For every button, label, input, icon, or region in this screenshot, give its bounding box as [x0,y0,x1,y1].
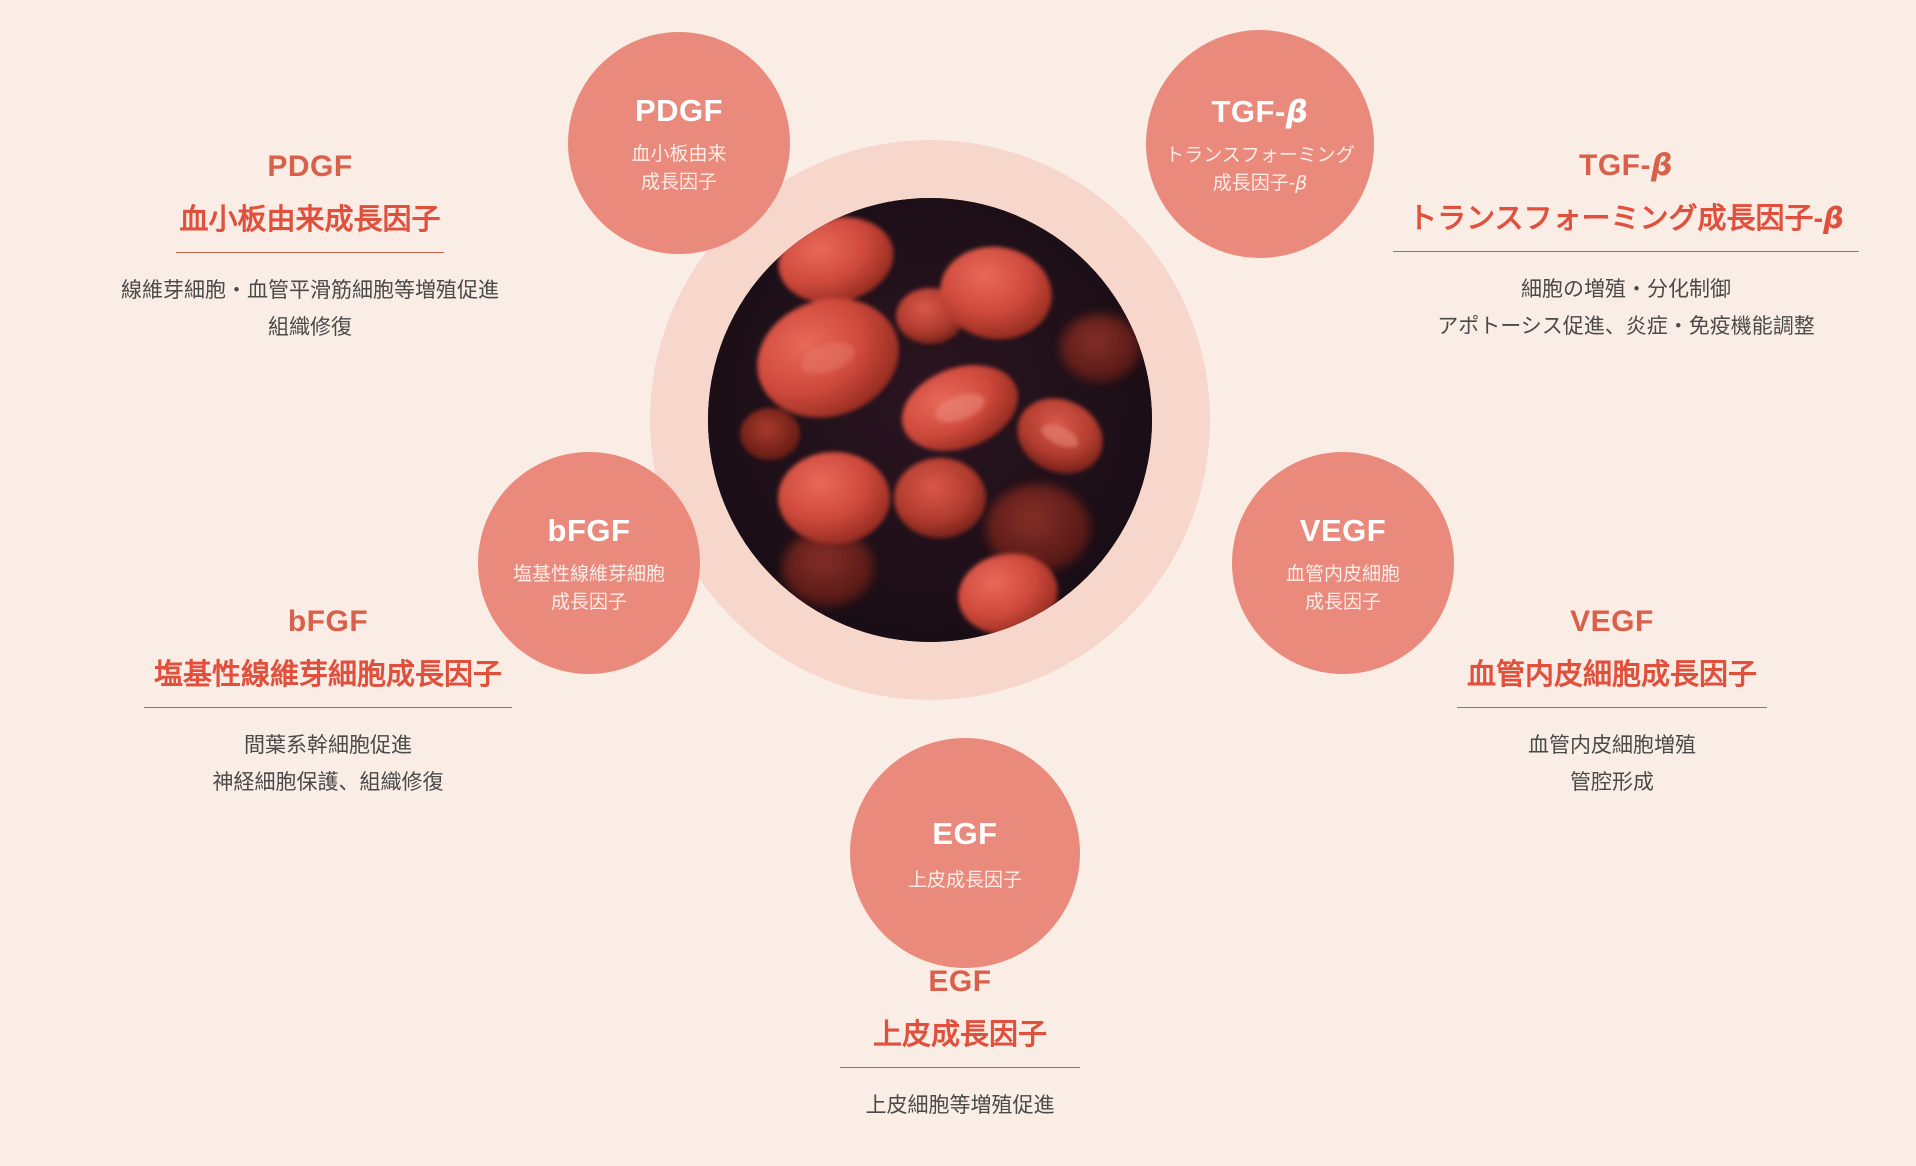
bubble-pdgf-line2: 成長因子 [640,171,717,193]
label-tgf-beta-abbr: TGF-β [1579,148,1673,183]
bubble-egf-abbr: EGF [932,815,998,851]
label-vegf-divider [1457,707,1767,708]
label-pdgf-desc-1: 線維芽細胞・血管平滑筋細胞等増殖促進 [121,279,499,302]
label-tgf-beta-divider [1393,251,1859,252]
label-pdgf-desc-2: 組織修復 [268,315,352,339]
label-tgf-beta-title: トランスフォーミング成長因子-β [1408,201,1844,235]
label-bfgf-desc-1: 間葉系幹細胞促進 [244,734,412,757]
bubble-egf-line1: 上皮成長因子 [907,869,1022,891]
label-egf-divider [840,1067,1080,1068]
label-block-vegf: VEGF 血管内皮細胞成長因子 血管内皮細胞増殖 管腔形成 [1352,605,1872,802]
label-pdgf-divider [176,252,444,253]
label-bfgf-abbr: bFGF [287,605,369,638]
label-vegf-desc-2: 管腔形成 [1570,770,1654,794]
bubble-tgf-beta-line1: トランスフォーミング [1165,145,1355,167]
bubble-bfgf-line1: 塩基性線維芽細胞 [512,564,665,586]
label-vegf-desc-1: 血管内皮細胞増殖 [1528,734,1696,757]
bubble-tgf-beta-abbr: TGF-β [1211,94,1309,131]
label-bfgf-title: 塩基性線維芽細胞成長因子 [153,659,502,691]
label-vegf-abbr: VEGF [1570,605,1654,638]
bubble-bfgf-abbr: bFGF [547,513,631,549]
label-bfgf-divider [144,707,512,708]
label-block-tgf-beta: TGF-β トランスフォーミング成長因子-β 細胞の増殖・分化制御 アポトーシス… [1336,148,1916,346]
bubble-vegf[interactable]: VEGF 血管内皮細胞 成長因子 [1232,452,1454,674]
label-vegf-title: 血管内皮細胞成長因子 [1466,659,1757,691]
bubble-pdgf-abbr: PDGF [634,93,724,129]
bubble-vegf-line1: 血管内皮細胞 [1285,564,1400,586]
bubble-pdgf-line1: 血小板由来 [631,144,727,166]
bubble-bfgf-line2: 成長因子 [550,591,627,613]
bubble-tgf-beta[interactable]: TGF-β トランスフォーミング 成長因子-β [1146,30,1374,258]
label-block-pdgf: PDGF 血小板由来成長因子 線維芽細胞・血管平滑筋細胞等増殖促進 組織修復 [30,150,590,347]
label-bfgf-desc-2: 神経細胞保護、組織修復 [212,770,444,794]
label-pdgf-title: 血小板由来成長因子 [179,204,441,236]
bubble-vegf-abbr: VEGF [1299,513,1387,549]
label-egf-desc-1: 上皮細胞等増殖促進 [865,1094,1055,1117]
label-tgf-beta-desc-2: アポトーシス促進、炎症・免疫機能調整 [1437,314,1815,338]
label-egf-abbr: EGF [928,965,992,998]
red-blood-cells-photo [708,198,1152,642]
bubble-pdgf[interactable]: PDGF 血小板由来 成長因子 [568,32,790,254]
label-pdgf-abbr: PDGF [267,150,353,183]
bubble-vegf-line2: 成長因子 [1304,591,1381,613]
label-egf-title: 上皮成長因子 [872,1019,1047,1051]
bubble-egf[interactable]: EGF 上皮成長因子 [850,738,1080,968]
label-tgf-beta-desc-1: 細胞の増殖・分化制御 [1521,278,1731,301]
label-block-bfgf: bFGF 塩基性線維芽細胞成長因子 間葉系幹細胞促進 神経細胞保護、組織修復 [58,605,598,802]
bubble-bfgf[interactable]: bFGF 塩基性線維芽細胞 成長因子 [478,452,700,674]
label-block-egf: EGF 上皮成長因子 上皮細胞等増殖促進 [700,965,1220,1125]
bubble-tgf-beta-line2: 成長因子-β [1212,171,1308,194]
